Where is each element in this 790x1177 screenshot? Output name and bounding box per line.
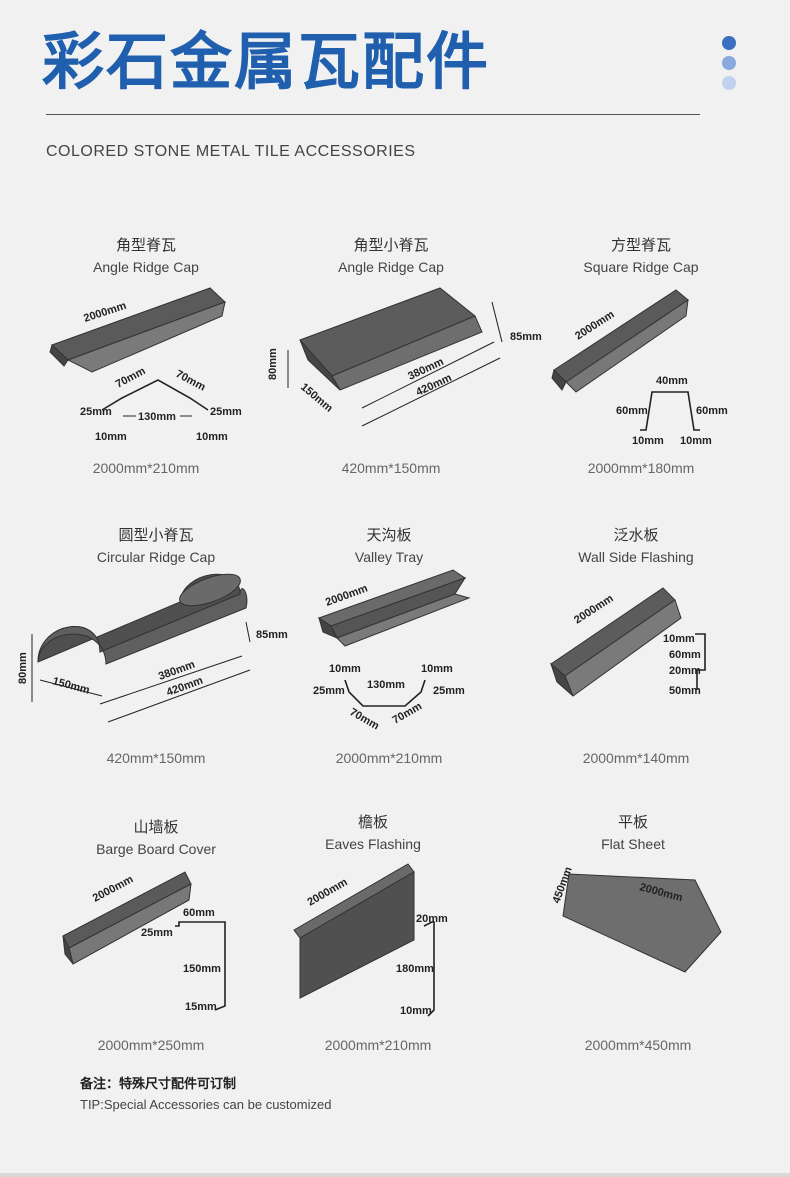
dim-c: 150mm	[183, 963, 221, 975]
dim-e: 25mm	[433, 685, 465, 697]
dim-e: 10mm	[680, 435, 712, 447]
product-name-zh: 泛水板	[613, 527, 659, 544]
dim-b: 80mm	[17, 652, 29, 684]
dim-d: 50mm	[669, 685, 701, 697]
dim-c: 150mm	[51, 675, 91, 696]
dim-c: 25mm	[80, 406, 112, 418]
product-name-en: Square Ridge Cap	[583, 259, 699, 275]
angle-ridge-cap-drawing: 2000mm 70mm 70mm 25mm 130mm 25mm 10mm 10…	[49, 287, 242, 443]
product-circular-ridge-cap: 圆型小脊瓦 Circular Ridge Cap	[25, 526, 287, 567]
product-size: 2000mm*210mm	[335, 750, 443, 766]
product-name-zh: 平板	[617, 814, 648, 831]
dim-c: 25mm	[313, 685, 345, 697]
angle-ridge-cap-small-drawing: 80mm 150mm 85mm 380mm 420mm	[267, 287, 542, 427]
dim-a: 60mm	[183, 907, 215, 919]
page-title: 彩石金属瓦配件	[42, 25, 491, 98]
product-name-zh: 檐板	[357, 814, 388, 831]
product-eaves-flashing: 檐板 Eaves Flashing	[242, 813, 504, 854]
product-angle-ridge-cap-small: 角型小脊瓦 Angle Ridge Cap	[260, 236, 522, 277]
dot-1	[722, 36, 736, 50]
dim-a: 85mm	[256, 629, 288, 641]
product-name-en: Wall Side Flashing	[578, 549, 694, 565]
product-wall-side-flashing: 泛水板 Wall Side Flashing	[505, 526, 767, 567]
dim-a: 10mm	[329, 663, 361, 675]
dim-b: 10mm	[421, 663, 453, 675]
product-size: 2000mm*250mm	[97, 1037, 205, 1053]
product-angle-ridge-cap: 角型脊瓦 Angle Ridge Cap	[15, 236, 277, 277]
product-flat-sheet: 平板 Flat Sheet	[502, 813, 764, 854]
product-name-en: Angle Ridge Cap	[93, 259, 199, 275]
product-size: 2000mm*210mm	[324, 1037, 432, 1053]
product-size: 2000mm*450mm	[584, 1037, 692, 1053]
product-name-en: Circular Ridge Cap	[96, 549, 216, 565]
dim-a: 70mm	[114, 365, 148, 391]
note-english: TIP:Special Accessories can be customize…	[80, 1097, 332, 1112]
product-size: 2000mm*140mm	[582, 750, 690, 766]
bottom-divider	[0, 1173, 790, 1177]
dim-a: 40mm	[656, 375, 688, 387]
product-name-en: Flat Sheet	[601, 836, 665, 852]
dim-d: 10mm	[632, 435, 664, 447]
wall-side-flashing-drawing: 2000mm 10mm 60mm 20mm 50mm	[549, 587, 706, 697]
dim-e: 25mm	[210, 406, 242, 418]
dim-b: 60mm	[616, 405, 648, 417]
dim-a: 85mm	[510, 331, 542, 343]
dim-g: 10mm	[196, 431, 228, 443]
product-name-en: Barge Board Cover	[96, 841, 216, 857]
product-name-zh: 山墙板	[133, 819, 179, 836]
product-name-zh: 角型小脊瓦	[353, 237, 429, 254]
product-size: 2000mm*210mm	[92, 460, 200, 476]
square-ridge-cap-drawing: 2000mm 40mm 60mm 60mm 10mm 10mm	[551, 289, 728, 447]
product-name-zh: 圆型小脊瓦	[118, 527, 194, 544]
dim-length: 2000mm	[91, 873, 136, 904]
product-size: 2000mm*180mm	[587, 460, 695, 476]
dim-b: 180mm	[396, 963, 434, 975]
product-size: 420mm*150mm	[106, 750, 206, 766]
product-square-ridge-cap: 方型脊瓦 Square Ridge Cap	[510, 236, 772, 277]
circular-ridge-cap-drawing: 80mm 150mm 85mm 380mm 420mm	[17, 573, 288, 723]
dim-b: 70mm	[174, 368, 208, 394]
dim-a: 20mm	[416, 913, 448, 925]
product-name-en: Valley Tray	[354, 549, 424, 565]
dim-b: 25mm	[141, 927, 173, 939]
product-name-zh: 角型脊瓦	[115, 237, 176, 254]
dim-c: 20mm	[669, 665, 701, 677]
title-divider	[46, 114, 700, 115]
dim-a: 10mm	[663, 633, 695, 645]
flat-sheet-drawing: 450mm 2000mm	[551, 865, 722, 973]
product-barge-board-cover: 山墙板 Barge Board Cover	[25, 818, 287, 859]
product-valley-tray: 天沟板 Valley Tray	[258, 526, 520, 567]
valley-tray-drawing: 2000mm 10mm 10mm 25mm 130mm 25mm 70mm 70…	[313, 569, 471, 733]
note-chinese: 备注：特殊尺寸配件可订制	[80, 1077, 237, 1092]
eaves-flashing-drawing: 2000mm 20mm 180mm 10mm	[293, 863, 448, 1017]
product-name-zh: 天沟板	[366, 527, 412, 544]
product-name-zh: 方型脊瓦	[610, 237, 671, 254]
dim-d: 130mm	[138, 411, 176, 423]
dot-2	[722, 56, 736, 70]
dim-length: 2000mm	[572, 592, 616, 626]
product-size: 420mm*150mm	[341, 460, 441, 476]
page-subtitle: COLORED STONE METAL TILE ACCESSORIES	[46, 143, 416, 160]
dim-c: 60mm	[696, 405, 728, 417]
dim-c: 10mm	[400, 1005, 432, 1017]
dim-f: 70mm	[348, 706, 382, 732]
dot-3	[722, 76, 736, 90]
dim-b: 60mm	[669, 649, 701, 661]
product-name-en: Eaves Flashing	[325, 836, 421, 852]
dim-f: 10mm	[95, 431, 127, 443]
dim-b: 80mm	[267, 348, 279, 380]
dim-d: 130mm	[367, 679, 405, 691]
dim-d: 15mm	[185, 1001, 217, 1013]
decorative-dots	[722, 36, 738, 96]
dim-c: 150mm	[298, 381, 335, 415]
product-name-en: Angle Ridge Cap	[338, 259, 444, 275]
barge-board-cover-drawing: 2000mm 60mm 25mm 150mm 15mm	[62, 871, 226, 1013]
